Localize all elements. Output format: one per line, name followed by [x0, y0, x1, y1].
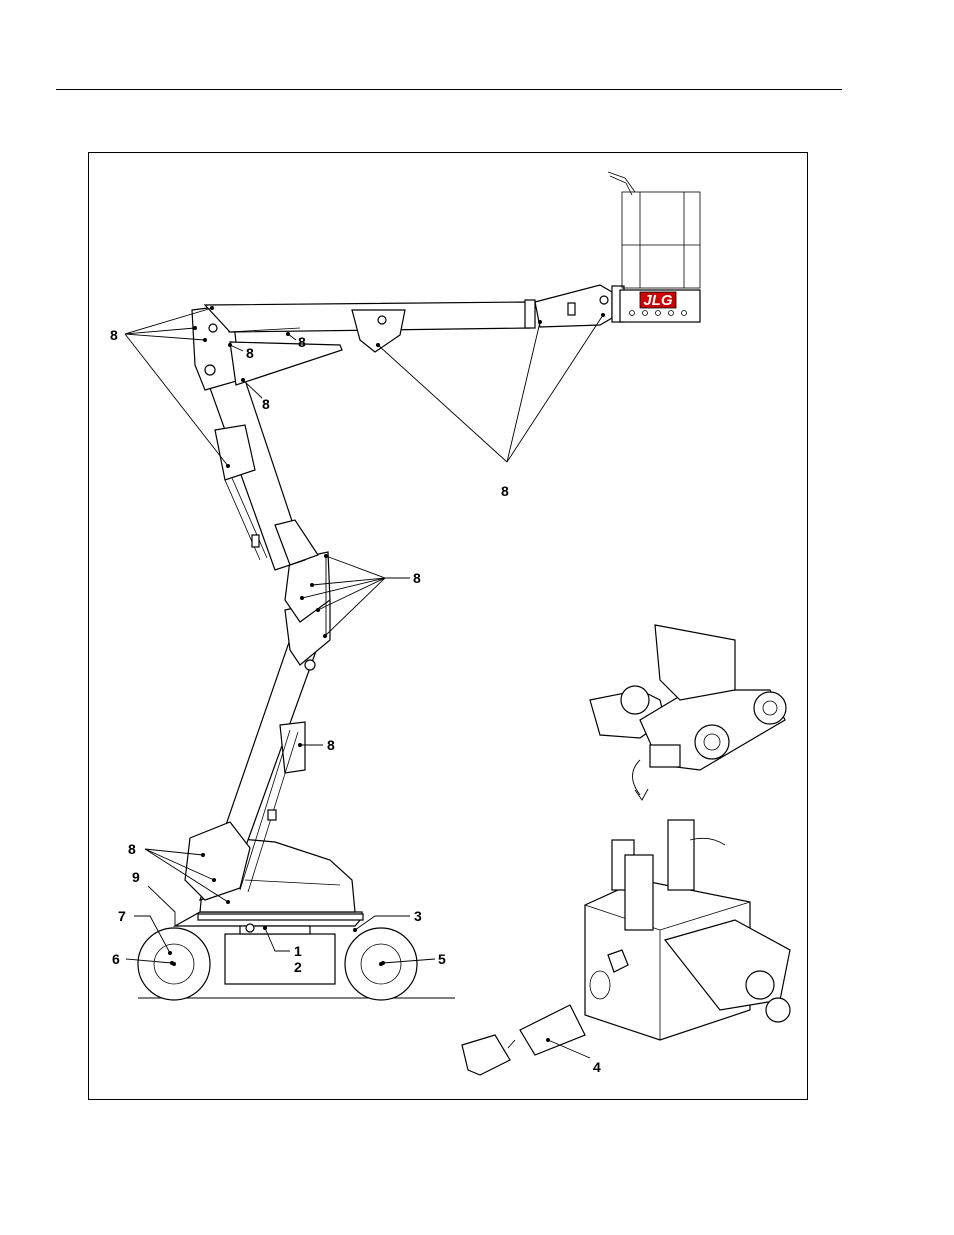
callout-8-upper-left: 8	[110, 327, 118, 343]
front-wheel	[138, 928, 210, 1000]
filter-cartridge	[520, 1005, 585, 1055]
main-boom	[205, 300, 535, 385]
callout-6: 6	[112, 951, 120, 967]
callout-5: 5	[438, 951, 446, 967]
callout-8-master-cylinder: 8	[298, 334, 306, 350]
inset-machine-overview	[590, 625, 786, 800]
callout-8-main-boom: 8	[501, 483, 509, 499]
rear-wheel	[345, 928, 417, 1000]
filter-plug	[462, 1035, 510, 1075]
jib	[535, 285, 612, 327]
inset-valve-block	[462, 820, 790, 1075]
leaders-8-boom-center	[376, 313, 605, 462]
callout-1: 1	[294, 943, 302, 959]
callout-9: 9	[132, 869, 140, 885]
callout-2: 2	[294, 959, 302, 975]
callout-8-riser: 8	[413, 570, 421, 586]
callout-8-lower-boom: 8	[327, 737, 335, 753]
riser	[285, 552, 330, 670]
callout-7: 7	[118, 908, 126, 924]
callout-3: 3	[414, 908, 422, 924]
callout-8-upper-boom: 8	[262, 396, 270, 412]
swing-bearing	[246, 924, 254, 932]
callout-8-turntable: 8	[128, 841, 136, 857]
callout-8-knuckle: 8	[246, 345, 254, 361]
platform: JLG	[608, 172, 700, 322]
callout-4: 4	[593, 1059, 601, 1075]
platform-logo: JLG	[643, 292, 673, 309]
battery-box	[225, 934, 335, 984]
solenoid-valve	[625, 855, 653, 930]
platform-rails	[622, 192, 700, 288]
